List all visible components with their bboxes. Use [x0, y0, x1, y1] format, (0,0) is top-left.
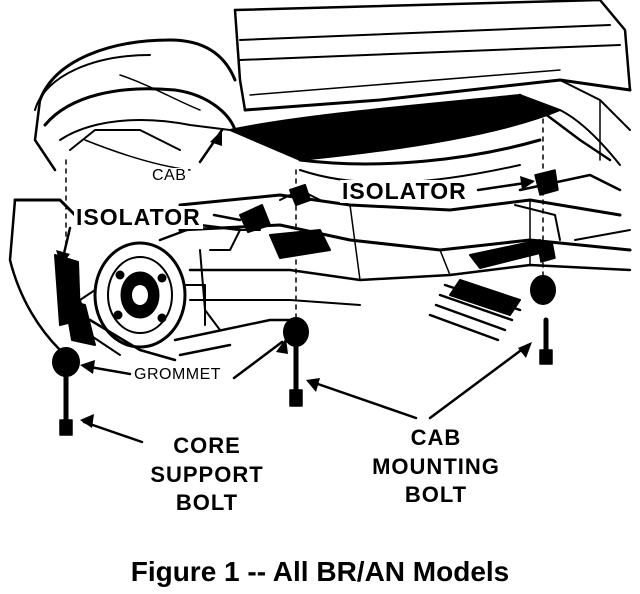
cab-mounting-bolt-line-2: MOUNTING: [372, 453, 500, 479]
cab-mounting-bolt-line-3: BOLT: [404, 482, 468, 508]
isolator-label-left: ISOLATOR: [74, 204, 203, 230]
arrow-heads: [56, 130, 535, 428]
core-support-bolt-label: CORE SUPPORT BOLT: [140, 432, 274, 518]
cab-body: [229, 0, 632, 184]
grommet-center: [283, 317, 309, 347]
isolator-label-right: ISOLATOR: [340, 178, 469, 204]
leaf-spring: [428, 283, 522, 342]
cab-mounting-bolt-line-1: CAB: [410, 425, 462, 450]
grommet-right: [530, 275, 556, 305]
figure-caption: Figure 1 -- All BR/AN Models: [130, 556, 510, 587]
grommet-left: [52, 347, 80, 377]
cab-mounting-bolt-center-assembly: [283, 169, 309, 407]
cab-label-top: CAB: [150, 167, 189, 184]
leader-lines: [60, 128, 534, 444]
core-support-bolt-line-2: SUPPORT: [150, 461, 264, 487]
grommet-label: GROMMET: [132, 366, 224, 383]
core-support-bolt-line-3: BOLT: [175, 490, 239, 516]
fender: [33, 38, 237, 172]
cab-mounting-bolt-right-assembly: [530, 109, 559, 365]
core-support-bolt-assembly: [52, 159, 80, 436]
brake-rotor: [79, 241, 206, 356]
core-support-bolt-line-1: CORE: [173, 433, 241, 458]
core-support: [54, 254, 96, 346]
cab-mounting-bolt-label: CAB MOUNTING BOLT: [354, 424, 518, 510]
